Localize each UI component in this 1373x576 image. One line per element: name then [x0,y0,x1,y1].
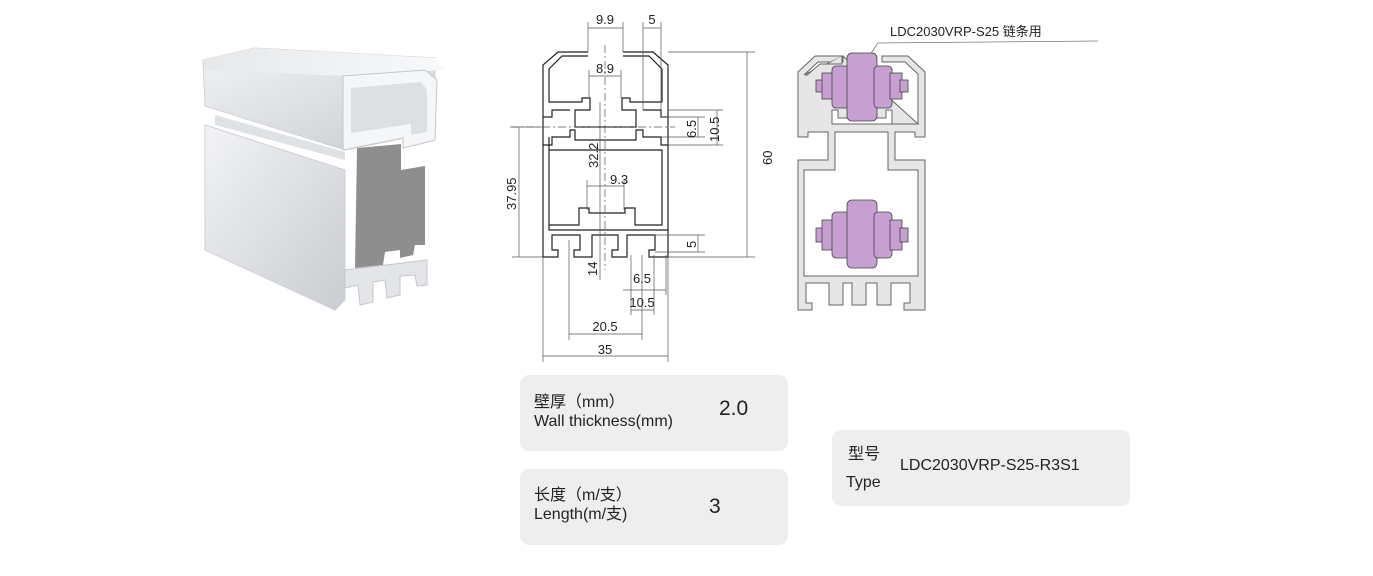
dim-bottom-slot-outer: 10.5 [629,295,654,310]
dim-top-opening: 9.9 [596,12,614,27]
dim-inner-slot: 8.9 [596,61,614,76]
render-end-upper-cavity [351,82,427,135]
spec-label-zh: 壁厚（mm） [534,394,625,411]
spec-label-en: Length(m/支) [534,506,628,523]
dim-bottom-slot-inner: 6.5 [633,271,651,286]
dim-lower-slot: 9.3 [610,172,628,187]
type-card: 型号 Type LDC2030VRP-S25-R3S1 [832,430,1130,506]
dim-top-lip: 5 [648,12,655,27]
type-label-en: Type [846,474,881,491]
dim-bottom-depth: 14 [585,262,600,276]
roller-upper [815,52,909,122]
spec-value: 2.0 [719,397,749,420]
dimension-lines [510,22,755,362]
spec-label-en: Wall thickness(mm) [534,413,673,430]
roller-lower [815,199,909,269]
render-cut-face [355,144,425,268]
render-top-face [203,48,445,76]
callout-line [877,40,1099,44]
section-view: LDC2030VRP-S25 链条用 [797,24,1099,311]
dim-left-height: 37.95 [504,177,519,210]
dim-side-slot-outer: 10.5 [707,117,722,142]
spec-card-length: 长度（m/支） Length(m/支) 3 [520,469,788,545]
type-label-zh: 型号 [848,446,881,463]
spec-value: 3 [709,495,721,518]
callout-label: LDC2030VRP-S25 链条用 [890,24,1042,39]
dim-total-width: 35 [598,342,612,357]
product-render [202,47,445,311]
render-lower-body [204,124,346,311]
dim-side-slot-inner: 6.5 [684,120,699,138]
dim-center-height: 32.2 [586,143,601,168]
dim-total-height: 60 [760,151,775,165]
profile-outline [542,51,669,258]
dim-bottom-slot-height: 5 [684,241,699,248]
dim-bottom-pitch: 20.5 [592,319,617,334]
type-value: LDC2030VRP-S25-R3S1 [900,457,1080,474]
dimension-drawing: 9.9 5 8.9 32.2 9.3 37.95 60 6.5 10.5 5 1… [504,12,775,362]
render-bottom-fins [344,259,428,306]
spec-card-wall-thickness: 壁厚（mm） Wall thickness(mm) 2.0 [520,375,788,451]
render-groove [215,115,345,160]
spec-label-zh: 长度（m/支） [534,487,632,504]
